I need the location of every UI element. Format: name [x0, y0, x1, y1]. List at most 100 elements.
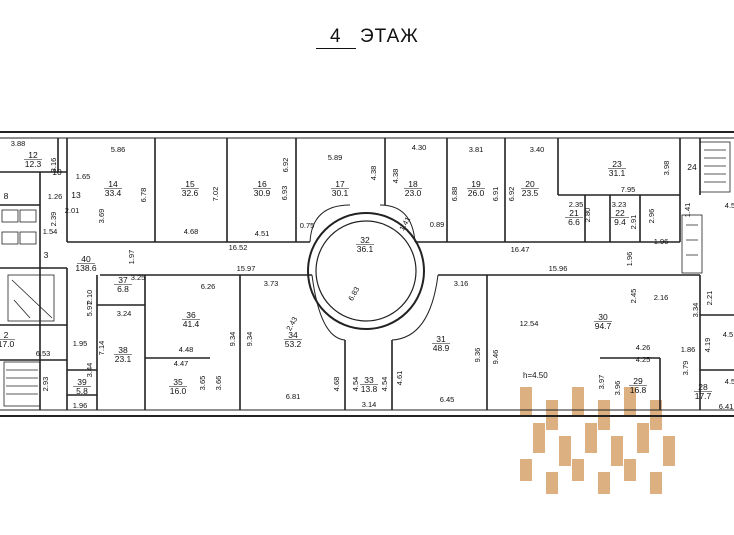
room-number-label: 3 — [44, 250, 49, 260]
dimension-label: 4.25 — [636, 355, 651, 364]
room-number-label: 8 — [4, 191, 9, 201]
watermark-bar — [598, 472, 610, 494]
dimension-label: 3.24 — [117, 309, 132, 318]
room-number: 21 — [569, 208, 579, 218]
floor-underline — [316, 48, 356, 49]
room-area: 138.6 — [75, 263, 97, 273]
dimension-label: 6.26 — [201, 282, 216, 291]
room-area: 30.9 — [254, 188, 271, 198]
room-area: 23.0 — [405, 188, 422, 198]
floor-title: 4 ЭТАЖ — [300, 26, 440, 52]
room-number-label: 10 — [52, 167, 62, 177]
dimension-label: 2.96 — [647, 209, 656, 224]
room-number-label: 24 — [687, 162, 697, 172]
room-labels: 1212.31433.41532.61630.91730.11823.01926… — [0, 150, 712, 401]
room-number: 18 — [408, 179, 418, 189]
sanitary-fixtures — [1, 209, 37, 245]
dimension-label: 1.65 — [76, 172, 91, 181]
room-number: 15 — [185, 179, 195, 189]
watermark-bar — [572, 459, 584, 481]
dimension-label: 6.92 — [507, 187, 516, 202]
dimension-label: 3.65 — [198, 376, 207, 391]
watermark-bar — [624, 459, 636, 481]
dimension-label: 4.68 — [332, 377, 341, 392]
dimension-label: 1.96 — [654, 237, 669, 246]
floor-word: ЭТАЖ — [360, 26, 419, 47]
watermark-bar — [520, 459, 532, 481]
dimension-label: 3.69 — [97, 209, 106, 224]
dimension-label: 1.41 — [397, 215, 412, 232]
dimension-label: 15.96 — [549, 264, 568, 273]
room-number: 2 — [4, 330, 9, 340]
room-area: 6.8 — [117, 284, 129, 294]
dimension-label: 7.95 — [621, 185, 636, 194]
room-number: 22 — [615, 208, 625, 218]
dimension-label: 4.54 — [380, 377, 389, 392]
dimension-label: 4.68 — [184, 227, 199, 236]
room-number: 33 — [364, 375, 374, 385]
room-number: 30 — [598, 312, 608, 322]
room-number: 14 — [108, 179, 118, 189]
watermark-bar — [572, 387, 584, 417]
room-number: 35 — [173, 377, 183, 387]
dimension-label: 5.97 — [85, 302, 94, 317]
room-number: 38 — [118, 345, 128, 355]
dimension-label: 4.47 — [174, 359, 189, 368]
dimension-label: 5.86 — [111, 145, 126, 154]
ceiling-height-label: h=4.50 — [523, 371, 548, 380]
dimension-label: 2.91 — [629, 215, 638, 230]
room-number: 23 — [612, 159, 622, 169]
watermark-logo — [520, 387, 675, 494]
dimension-label: 6.81 — [286, 392, 301, 401]
dimension-label: 2.93 — [41, 377, 50, 392]
room-area: 17.7 — [695, 391, 712, 401]
dimension-label: 3.16 — [49, 158, 58, 173]
room-number: 40 — [81, 254, 91, 264]
room-area: 16.8 — [630, 385, 647, 395]
dimension-label: 4.61 — [395, 371, 404, 386]
watermark-bar — [650, 472, 662, 494]
watermark-bar — [546, 472, 558, 494]
dimension-label: 2.39 — [49, 212, 58, 227]
dimension-label: 4.5 — [725, 377, 734, 386]
dimension-label: 2.45 — [629, 289, 638, 304]
dimension-label: 6.53 — [36, 349, 51, 358]
room-area: 23.5 — [522, 188, 539, 198]
dimension-label: 9.34 — [245, 332, 254, 347]
room-area: 48.9 — [433, 343, 450, 353]
dimension-label: 4.26 — [636, 343, 651, 352]
dimension-label: 1.97 — [127, 250, 136, 265]
dimension-label: 4.48 — [179, 345, 194, 354]
dimension-label: 2.16 — [654, 293, 669, 302]
dimension-label: 3.79 — [681, 361, 690, 376]
dimension-label: 6.41 — [719, 402, 734, 411]
dimension-label: 16.47 — [511, 245, 530, 254]
room-number: 34 — [288, 330, 298, 340]
dimension-label: 0.89 — [430, 220, 445, 229]
dimension-label: 1.54 — [43, 227, 58, 236]
dimension-label: 3.25 — [131, 273, 146, 282]
dimension-label: 6.92 — [281, 158, 290, 173]
room-number: 32 — [360, 235, 370, 245]
dimension-label: 1.95 — [73, 339, 88, 348]
room-area: 13.8 — [361, 384, 378, 394]
dimension-label: 6.88 — [450, 187, 459, 202]
watermark-bar — [611, 436, 623, 466]
stairs — [3, 141, 731, 407]
room-area: 31.1 — [609, 168, 626, 178]
dimension-label: 9.46 — [491, 350, 500, 365]
room-number: 29 — [633, 376, 643, 386]
dimension-label: 2.01 — [65, 206, 80, 215]
dimension-label: 6.93 — [280, 186, 289, 201]
dimension-label: 3.81 — [469, 145, 484, 154]
dimension-label: 6.78 — [139, 188, 148, 203]
room-number: 28 — [698, 382, 708, 392]
watermark-bar — [637, 423, 649, 453]
dimension-label: 1.86 — [681, 345, 696, 354]
dimension-label: 2.35 — [569, 200, 584, 209]
dimension-label: 7.14 — [97, 341, 106, 356]
dimension-label: 6.45 — [440, 395, 455, 404]
watermark-bar — [533, 423, 545, 453]
